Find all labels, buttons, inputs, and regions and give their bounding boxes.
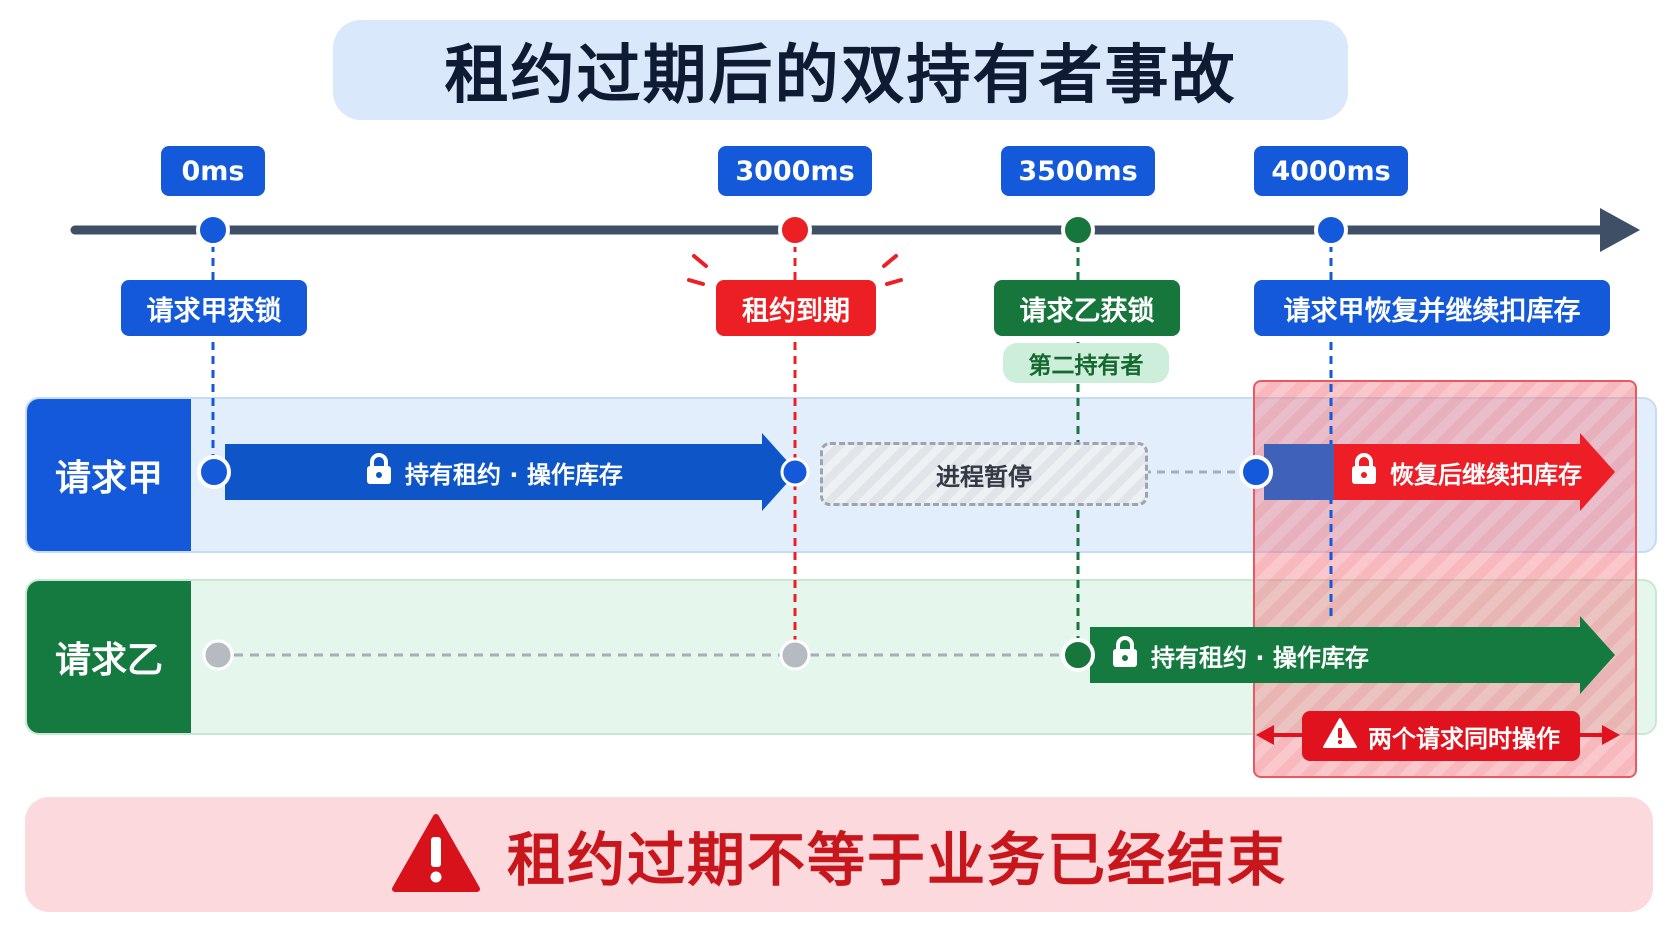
event-b-acquire: 请求乙获锁: [994, 280, 1180, 336]
lock-icon: [1111, 636, 1139, 674]
lane-b-acquire-dot: [1061, 638, 1095, 672]
tick-label-3500ms: 3500ms: [1001, 146, 1155, 196]
event-a-acquire: 请求甲获锁: [121, 280, 307, 336]
lane-b-label: 请求乙: [27, 581, 191, 733]
tick-dot-3000ms: [778, 213, 812, 247]
concurrent-warning: 两个请求同时操作: [1302, 711, 1580, 761]
warning-icon: [391, 813, 481, 897]
tick-label-4000ms: 4000ms: [1254, 146, 1408, 196]
warning-icon: [1322, 717, 1358, 755]
conclusion-banner: 租约过期不等于业务已经结束: [25, 797, 1653, 912]
lane-a-resume-dot: [1239, 455, 1273, 489]
concurrent-warning-text: 两个请求同时操作: [1368, 724, 1560, 753]
lane-b-hold-text: 持有租约 · 操作库存: [1151, 643, 1369, 672]
lane-a-start-dot: [197, 455, 231, 489]
event-b-acquire-sub: 第二持有者: [1003, 343, 1169, 383]
conclusion-text: 租约过期不等于业务已经结束: [506, 825, 1287, 894]
event-lease-expire: 租约到期: [716, 280, 876, 336]
timeline-arrowhead: [1600, 208, 1640, 252]
lane-a-hold-bar: [225, 433, 797, 511]
lane-a-hold-text: 持有租约 · 操作库存: [405, 460, 623, 489]
lane-b-start-dot: [202, 639, 234, 671]
lane-a-hold-label: 持有租约 · 操作库存: [365, 452, 623, 492]
tick-dot-0ms: [196, 213, 230, 247]
page-title: 租约过期后的双持有者事故: [333, 20, 1348, 120]
lane-a-label: 请求甲: [27, 399, 191, 551]
concurrent-arrow-right: [1602, 725, 1620, 745]
alert-burst-icon: [687, 254, 903, 286]
lane-a-resume-bar: [1268, 433, 1615, 511]
concurrent-arrow-left: [1256, 725, 1274, 745]
tick-label-3000ms: 3000ms: [718, 146, 872, 196]
lane-a-resume-label: 恢复后继续扣库存: [1350, 452, 1582, 492]
tick-dot-4000ms: [1314, 213, 1348, 247]
tick-dot-3500ms: [1061, 213, 1095, 247]
tick-label-0ms: 0ms: [161, 146, 265, 196]
lock-icon: [1350, 453, 1378, 491]
lane-a-resume-bar-blue-part: [1264, 444, 1334, 500]
lock-icon: [365, 453, 393, 491]
lane-b-hold-bar: [1090, 616, 1615, 694]
lane-a-pause: 进程暂停: [820, 442, 1148, 506]
lane-a-resume-text: 恢复后继续扣库存: [1390, 460, 1582, 489]
lane-a-expire-dot: [780, 457, 810, 487]
lane-b-hold-label: 持有租约 · 操作库存: [1111, 635, 1369, 675]
lane-b-expire-dot: [779, 639, 811, 671]
event-a-resume: 请求甲恢复并继续扣库存: [1254, 280, 1610, 336]
